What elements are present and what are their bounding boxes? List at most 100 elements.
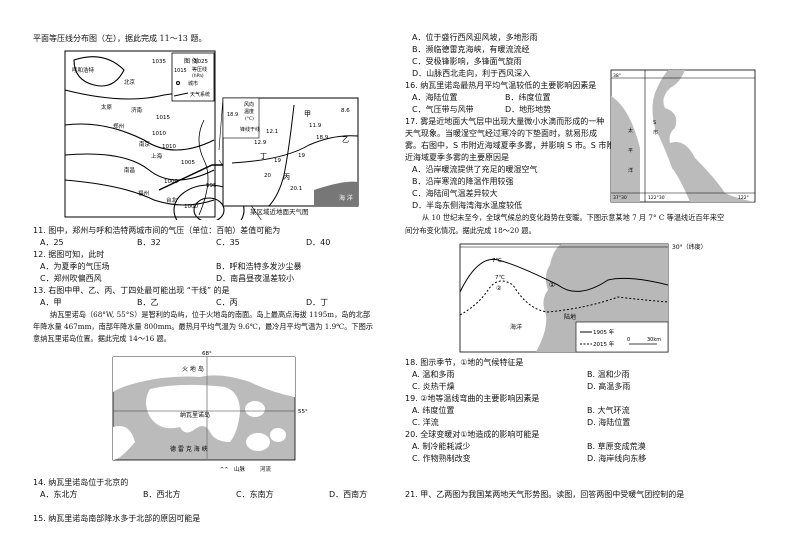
q20-option-d: D. 海岸线向东移 xyxy=(587,454,647,463)
q15-option-d: D．山脉西北走向，利于西风深入 xyxy=(412,69,531,78)
label-yi: 乙 xyxy=(342,136,349,144)
city-label: 福州 xyxy=(138,189,149,197)
inset-legend-temp-unit: (°C) xyxy=(245,116,254,122)
temp-point: 20.1 xyxy=(290,186,302,192)
passage-line: 年降水量 467mm，南部年降水量 800mm。最热月平均气温为 9.6℃，最冷… xyxy=(33,322,373,331)
scale-0: 0 xyxy=(627,337,630,343)
question-20: 20. 全球变暖对①地造成的影响可能是 xyxy=(405,430,540,439)
q13-option-b: B．乙 xyxy=(137,298,159,307)
q18-option-b: B. 温和少雨 xyxy=(587,370,630,379)
question-14: 14. 纳瓦里诺岛位于北京的 xyxy=(33,478,129,487)
isobar-label: 1015 xyxy=(156,115,170,121)
inset-legend-temp: 温度 xyxy=(244,108,254,115)
ocean-label: 太 xyxy=(628,127,633,134)
question-17-line: 雾。右图中，S 市附近海域夏季多雾，并影响 S 市。S 市附 xyxy=(405,141,615,150)
q17-option-b: B．沿岸寒流的降温作用较强 xyxy=(412,177,514,186)
q16-option-b: B．纬度位置 xyxy=(505,93,551,102)
lat-top-label: 38° xyxy=(613,73,621,79)
isobar-label: 1010 xyxy=(152,131,166,137)
figure-caption: 某区域近地面天气图 xyxy=(250,208,309,216)
longitude-label: 68° xyxy=(202,351,212,357)
q13-option-c: C．丙 xyxy=(216,298,238,307)
inset-legend-line: 锋线干线 xyxy=(240,126,260,133)
q12-option-b: B．呼和浩特多发沙尘暴 xyxy=(216,262,302,271)
q14-option-b: B．西北方 xyxy=(143,490,181,499)
city-label: 北京 xyxy=(124,78,136,86)
ocean-label: 洋 xyxy=(628,167,633,174)
city-icon xyxy=(176,81,180,85)
navarino-label: 纳瓦里诺岛 xyxy=(180,411,210,419)
q20-option-b: B. 草原变成荒漠 xyxy=(587,442,646,451)
question-17-line: 天气现象。当暖湿空气经过寒冷的下垫面时，就易形成 xyxy=(405,129,597,138)
city-label: 台北 xyxy=(166,196,178,204)
isotherm-figure: 30°（纬度） 7℃ 7℃ ① ② 海洋 陆地 1905 年 2015 年 0 … xyxy=(458,240,728,357)
legend-isobar-unit: (hPa) xyxy=(192,73,204,79)
city-s-label: S xyxy=(653,120,656,126)
passage-line: 意纳瓦里诺岛位置。据此完成 14～16 题。 xyxy=(33,334,171,343)
temp-point: 19 xyxy=(274,158,281,164)
q17-option-d: D．半岛东侧海湾海水温度较低 xyxy=(412,201,523,210)
question-17-line: 近海域夏季多雾的主要原因是 xyxy=(405,153,509,162)
isobar-map-figure: 图 例 1015 等压线 (hPa) 城市 天气系统 1035 1025 101… xyxy=(64,50,364,256)
q16-option-d: D．地形地势 xyxy=(505,105,552,114)
isobar-label: 1005 xyxy=(181,160,195,166)
isobar-label: 1000 xyxy=(164,179,178,185)
temp-point: 20 xyxy=(264,173,271,179)
q14-option-a: A．东北方 xyxy=(40,490,78,499)
latitude-label: 55° xyxy=(298,409,308,415)
isobar-label: 1025 xyxy=(194,59,208,65)
passage-line: 间分布变化情况。据此完成 18～20 题。 xyxy=(405,226,536,235)
question-17: 17. 雾是近地面大气层中出现大量微小水滴而形成的一种 xyxy=(405,117,605,126)
q12-option-d: D．南昌昼夜温差较小 xyxy=(216,274,295,283)
q11-option-c: C．35 xyxy=(216,238,240,247)
lat-bottom-label: 37°30′ xyxy=(613,195,628,201)
q19-option-c: C. 洋流 xyxy=(412,418,439,427)
q19-option-a: A. 纬度位置 xyxy=(412,406,455,415)
isotherm-label: 7℃ xyxy=(492,257,502,264)
passage-line: 纳瓦里诺岛（68°W, 55°S）是智利的岛屿，位于火地岛的南面。岛上最高点海拔… xyxy=(50,310,371,319)
label-bing: 丙 xyxy=(283,173,290,181)
q20-option-a: A. 制冷能耗减少 xyxy=(412,442,471,451)
legend-mountain: 山脉 xyxy=(234,465,246,473)
question-19: 19. ②地等温线弯曲的主要影响因素是 xyxy=(405,394,540,403)
q15-option-a: A．位于盛行西风迎风坡，多地形雨 xyxy=(412,33,538,42)
land-label: 陆地 xyxy=(564,313,576,321)
question-16: 16. 纳瓦里诺岛最热月平均气温较低的主要影响因素是 xyxy=(405,81,597,90)
intro-text: 平面等压线分布图（左），据此完成 11～13 题。 xyxy=(33,34,207,43)
mountain-icon: ^^ xyxy=(220,467,228,473)
ocean-label: 海洋 xyxy=(510,323,522,331)
drake-strait-label: 德 雷 克 海 峡 xyxy=(170,445,208,453)
temp-point: 19 xyxy=(298,153,305,159)
city-s-label: 市 xyxy=(653,129,658,136)
question-18: 18. 图示季节，①地的气候特征是 xyxy=(405,358,524,367)
city-label: 呼和浩特 xyxy=(72,66,95,74)
q18-option-a: A. 温和多雨 xyxy=(412,370,455,379)
legend-city: 城市 xyxy=(188,80,198,87)
latitude-label: 30°（纬度） xyxy=(672,243,707,251)
question-13: 13. 右图中甲、乙、丙、丁四处最可能出现 “干线” 的是 xyxy=(33,286,230,295)
city-label: 南昌 xyxy=(124,166,135,174)
q15-option-b: B．濒临德雷克海峡，有暖流流经 xyxy=(412,45,530,54)
isotherm-label: 7℃ xyxy=(495,274,505,281)
q17-option-a: A．沿岸暖流提供了充足的暖湿空气 xyxy=(412,165,538,174)
q19-option-d: D. 海陆位置 xyxy=(587,418,631,427)
legend-1905: 1905 年 xyxy=(593,328,615,336)
tierra-del-fuego-label: 火 地 岛 xyxy=(182,365,204,373)
passage-line: 从 10 世纪末至今，全球气候总的变化趋势在变暖。下图示意某地 7 月 7° C… xyxy=(422,213,725,222)
point-2-label: ② xyxy=(496,285,502,292)
question-11: 11. 图中，郑州与呼和浩特两城市间的气压（单位：百帕）差值可能为 xyxy=(33,226,281,235)
lon-right-label: 122° xyxy=(738,195,749,201)
q12-option-a: A．为夏季的气压场 xyxy=(40,262,110,271)
isobar-label: 1000 xyxy=(184,204,198,210)
q13-option-a: A．甲 xyxy=(40,298,62,307)
navarino-map-figure: 68° 55° 火 地 岛 纳瓦里诺岛 德 雷 克 海 峡 ^^ 山脉 河流 xyxy=(110,347,310,479)
city-label: 郑州 xyxy=(113,122,124,130)
q14-option-c: C．东南方 xyxy=(236,490,274,499)
city-label: 济南 xyxy=(131,106,143,114)
inset-legend-wind: 风向 xyxy=(244,101,254,108)
q17-option-c: C．海陆间气温差异较大 xyxy=(412,189,498,198)
legend-title: 图 例 xyxy=(184,57,198,65)
s-city-map-figure: 38° 37°30′ 122°30′ 122° 太 平 洋 S 市 xyxy=(610,68,758,208)
city-label: 上海 xyxy=(151,152,163,160)
legend-river: 河流 xyxy=(260,465,272,473)
